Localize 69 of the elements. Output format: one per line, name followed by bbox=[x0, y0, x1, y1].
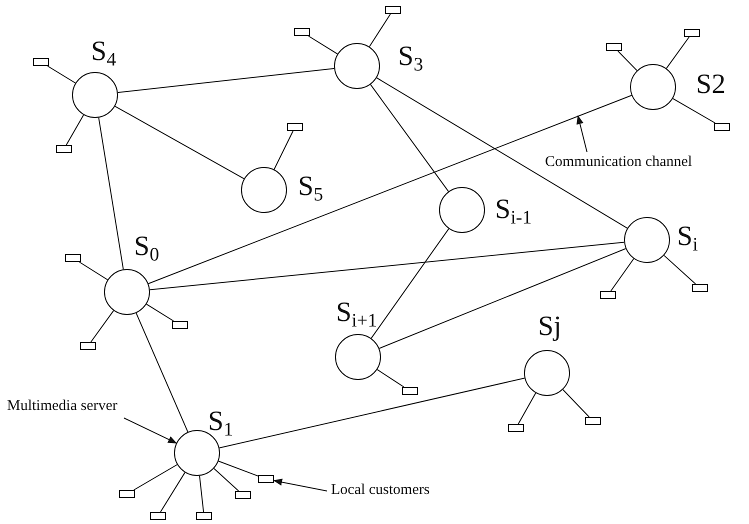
server-label: S$_{1}$ bbox=[208, 408, 234, 436]
customer-link bbox=[218, 460, 258, 476]
customer-terminal bbox=[585, 417, 601, 425]
channel-line bbox=[117, 68, 335, 93]
channel-line bbox=[149, 242, 625, 290]
customer-link bbox=[562, 389, 590, 418]
customer-link bbox=[368, 14, 391, 48]
customer-terminal bbox=[692, 284, 708, 292]
customer-terminal bbox=[150, 512, 166, 520]
channel-line bbox=[370, 228, 450, 339]
customer-terminal bbox=[172, 321, 188, 329]
customer-link bbox=[160, 472, 186, 512]
channel-line bbox=[136, 312, 188, 432]
customer-terminal bbox=[402, 387, 418, 395]
customer-terminal bbox=[294, 28, 310, 36]
customer-link bbox=[666, 36, 690, 69]
customer-terminal bbox=[714, 123, 730, 131]
customer-link bbox=[133, 464, 178, 490]
server-label: S$_{i+1}$ bbox=[336, 299, 378, 327]
customer-link bbox=[274, 130, 294, 170]
channel-line bbox=[98, 117, 124, 270]
customer-terminal bbox=[385, 6, 401, 14]
callout-text: Local customers bbox=[331, 482, 430, 498]
customer-link bbox=[90, 310, 114, 342]
customer-link bbox=[518, 392, 536, 424]
customer-link bbox=[308, 36, 338, 54]
channel-line bbox=[148, 94, 632, 284]
callout-text: Communication channel bbox=[545, 154, 692, 170]
server-label: S2 bbox=[696, 71, 726, 99]
leader-arrow bbox=[273, 478, 328, 492]
customer-link bbox=[610, 258, 634, 292]
customer-terminal bbox=[80, 342, 96, 350]
customer-terminal bbox=[235, 491, 251, 499]
customer-terminal bbox=[65, 254, 81, 262]
customer-terminal bbox=[684, 29, 700, 37]
channel-line bbox=[218, 378, 526, 448]
channel-line bbox=[378, 248, 626, 349]
customer-link bbox=[617, 50, 638, 72]
customer-link bbox=[78, 262, 108, 280]
customer-link bbox=[376, 369, 404, 388]
customer-link bbox=[664, 254, 696, 284]
customer-terminal bbox=[33, 58, 49, 66]
customer-link bbox=[199, 475, 204, 512]
customer-link bbox=[672, 98, 716, 124]
customer-terminal bbox=[508, 424, 524, 432]
customer-link bbox=[146, 304, 174, 322]
customer-link bbox=[66, 114, 84, 146]
customer-terminal bbox=[56, 145, 72, 153]
customer-terminal bbox=[287, 123, 303, 131]
channel-line bbox=[114, 106, 244, 180]
callout-text: Multimedia server bbox=[7, 398, 118, 414]
server-label: S$_{3}$ bbox=[398, 43, 424, 71]
customer-terminal bbox=[606, 43, 622, 51]
customer-terminal bbox=[600, 291, 616, 299]
server-label: Sj bbox=[538, 313, 562, 341]
leader-arrow bbox=[124, 418, 178, 444]
server-label: S$_{0}$ bbox=[134, 233, 160, 261]
customer-terminal bbox=[258, 475, 274, 483]
customer-terminal bbox=[196, 512, 212, 520]
leader-arrow bbox=[576, 115, 588, 152]
customer-terminal bbox=[119, 490, 135, 498]
server-label: S$_{4}$ bbox=[91, 38, 116, 66]
channel-line bbox=[370, 84, 449, 192]
server-label: S$_{i-1}$ bbox=[495, 196, 532, 224]
server-label: S$_{i}$ bbox=[677, 223, 698, 251]
customer-link bbox=[47, 66, 76, 84]
customer-link bbox=[213, 468, 240, 492]
server-label: S$_{5}$ bbox=[298, 173, 324, 201]
channel-line bbox=[376, 77, 628, 229]
